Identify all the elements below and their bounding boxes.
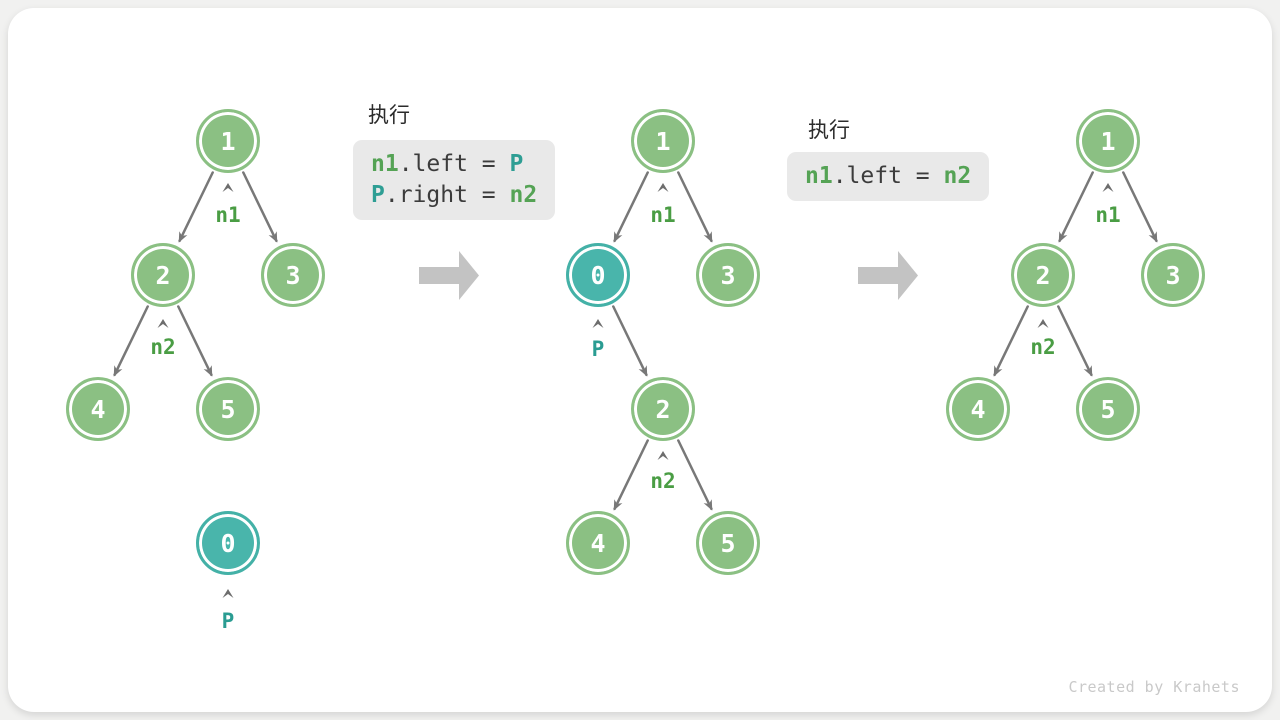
tree2-node-5: 5 [696,511,760,575]
node-value: 5 [1100,394,1116,424]
code-token: .right = [384,182,510,208]
tree3-node-2: 2 [1011,243,1075,307]
tree2-node-0: 0 [566,243,630,307]
node-value: 1 [655,126,671,156]
caret-up-icon [657,183,669,192]
code-line: n1.left = n2 [805,161,971,192]
tree3-node-3: 3 [1141,243,1205,307]
node-value: 0 [220,528,236,558]
node-value: 1 [220,126,236,156]
node-value: 5 [220,394,236,424]
node-value: 2 [655,394,671,424]
code-token-n1: n1 [371,151,399,177]
node-value: 1 [1100,126,1116,156]
node-value: 3 [285,260,301,290]
code-token-n2: n2 [943,163,972,189]
code-snippet-1: n1.left = P P.right = n2 [353,140,556,220]
tree3-node-5: 5 [1076,377,1140,441]
pointer-label-n1: n1 [650,203,676,227]
tree3-node-4: 4 [946,377,1010,441]
node-value: 4 [970,394,986,424]
code-token-n1: n1 [805,163,833,189]
node-value: 2 [1035,260,1051,290]
credit-text: Created by Krahets [1068,678,1240,696]
code-line: P.right = n2 [371,180,537,211]
node-value: 0 [590,260,606,290]
code-snippet-2: n1.left = n2 [787,152,990,201]
pointer-label-n2: n2 [150,335,176,359]
code-token: .left = [832,163,944,189]
code-token: .left = [398,151,510,177]
node-value: 2 [155,260,171,290]
diagram-card [8,8,1272,712]
tree2-node-1: 1 [631,109,695,173]
code-token-p: P [509,151,524,177]
caret-up-icon [222,589,234,598]
node-value: 3 [720,260,736,290]
caret-up-icon [592,319,604,328]
node-value: 4 [590,528,606,558]
code-token-n2: n2 [509,182,538,208]
node-value: 5 [720,528,736,558]
tree1-node-5: 5 [196,377,260,441]
node-value: 4 [90,394,106,424]
tree2-node-3: 3 [696,243,760,307]
caret-up-icon [222,183,234,192]
tree1-node-1: 1 [196,109,260,173]
tree2-node-4: 4 [566,511,630,575]
tree2-node-2: 2 [631,377,695,441]
tree3-node-1: 1 [1076,109,1140,173]
caret-up-icon [157,319,169,328]
pointer-label-p: P [591,337,605,361]
exec-title-1: 执行 [368,104,410,127]
code-line: n1.left = P [371,149,537,180]
pointer-label-n2: n2 [650,469,676,493]
tree1-node-0: 0 [196,511,260,575]
tree1-node-2: 2 [131,243,195,307]
pointer-label-n2: n2 [1030,335,1056,359]
tree1-node-4: 4 [66,377,130,441]
tree1-node-3: 3 [261,243,325,307]
pointer-label-n1: n1 [1095,203,1121,227]
caret-up-icon [1037,319,1049,328]
caret-up-icon [1102,183,1114,192]
pointer-label-n1: n1 [215,203,241,227]
code-token-p: P [371,182,385,208]
caret-up-icon [657,451,669,460]
exec-title-2: 执行 [808,119,850,142]
pointer-label-p: P [221,609,235,633]
node-value: 3 [1165,260,1181,290]
